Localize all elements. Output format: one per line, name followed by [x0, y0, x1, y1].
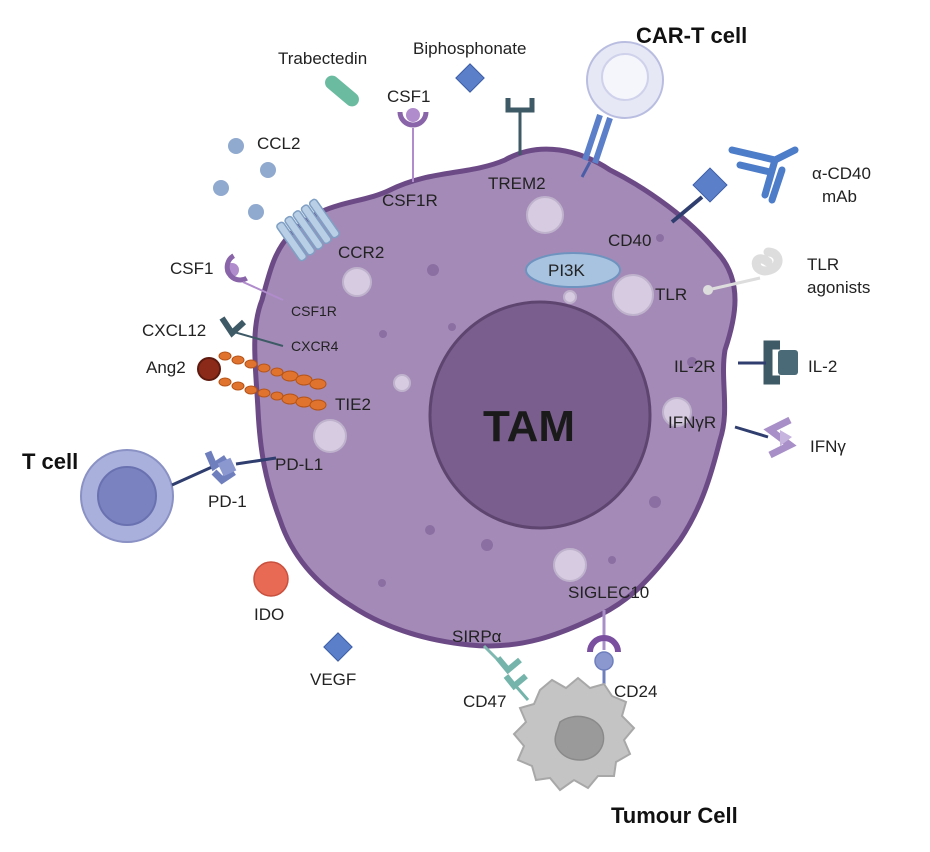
- ifngr-label: IFNγR: [668, 413, 716, 432]
- pi3k-ellipse: [525, 252, 621, 288]
- csf1-left-group: CSF1 CSF1R: [170, 253, 337, 319]
- sirpa-receptor: [495, 656, 528, 691]
- sirpa-label: SIRPα: [452, 627, 502, 646]
- tumour-cell-label: Tumour Cell: [611, 803, 738, 828]
- il2-ligand: [778, 350, 798, 375]
- cxcr4-receptor: [219, 316, 247, 338]
- tlr-agonists-label-line1: TLR: [807, 255, 839, 274]
- csf1r-top-receptor: [397, 111, 429, 128]
- cd24-ligand: [594, 651, 614, 671]
- trabectedin-group: Trabectedin: [278, 49, 367, 107]
- trem2-receptor: [505, 98, 535, 113]
- csf1r-left-label: CSF1R: [291, 303, 337, 319]
- ang2-ligand: [197, 357, 221, 381]
- car-t-cell-nucleus: [601, 53, 649, 101]
- tlr-agonist-icon: [751, 247, 783, 276]
- vegf-diamond: [323, 632, 353, 662]
- cd47-label: CD47: [463, 692, 506, 711]
- ccl2-group: CCL2: [213, 134, 300, 220]
- tlr-agonists-label-line2: agonists: [807, 278, 870, 297]
- trabectedin-capsule: [325, 75, 359, 107]
- ido-molecule: [253, 561, 289, 597]
- trabectedin-label: Trabectedin: [278, 49, 367, 68]
- pi3k-label: PI3K: [548, 261, 586, 280]
- csf1-top-ligand: [406, 108, 420, 122]
- ccr2-receptor: [276, 198, 340, 262]
- csf1-left-label: CSF1: [170, 259, 213, 278]
- cd40-label: CD40: [608, 231, 651, 250]
- cd40-receptor: [692, 167, 728, 203]
- a-cd40-label-line1: α-CD40: [812, 164, 871, 183]
- tumour-cell: Tumour Cell: [512, 676, 738, 828]
- tam-nucleus: [428, 300, 652, 530]
- sirpa-group: SIRPα CD47: [452, 627, 530, 711]
- tie2-receptor: [218, 351, 327, 411]
- cxcr4-label: CXCR4: [291, 338, 339, 354]
- tumour-cell-nucleus: [554, 715, 605, 761]
- pdl1-label: PD-L1: [275, 455, 323, 474]
- il2r-label: IL-2R: [674, 357, 716, 376]
- trem2-group: TREM2: [488, 98, 546, 193]
- t-cell-label: T cell: [22, 449, 78, 474]
- ccr2-label: CCR2: [338, 243, 384, 262]
- vegf-label: VEGF: [310, 670, 356, 689]
- ccr2-group: CCR2: [276, 198, 384, 262]
- vegf-group: VEGF: [310, 632, 356, 689]
- granules: [378, 234, 697, 587]
- ifng-ligand: [780, 430, 792, 446]
- anti-cd40-antibody: [728, 146, 799, 204]
- csf1r-top-label: CSF1R: [382, 191, 438, 210]
- pd1-label: PD-1: [208, 492, 247, 511]
- ang2-label: Ang2: [146, 358, 186, 377]
- trem2-label: TREM2: [488, 174, 546, 193]
- car-receptor: [582, 114, 613, 164]
- tlr-group: TLR agonists TLR: [655, 247, 870, 304]
- cd40-group: α-CD40 mAb CD40: [608, 146, 871, 250]
- cxcr4-group: CXCL12 CXCR4: [142, 316, 339, 354]
- siglec10-receptor: [587, 635, 621, 653]
- csf1r-left-receptor: [224, 253, 248, 283]
- ccl2-label: CCL2: [257, 134, 300, 153]
- a-cd40-label-line2: mAb: [822, 187, 857, 206]
- il2r-receptor: [763, 340, 780, 385]
- car-t-cell-label: CAR-T cell: [636, 23, 747, 48]
- pdl1-ligand: [217, 457, 237, 477]
- vesicles: [313, 196, 692, 582]
- t-cell-group: T cell PD-1 PD-L1: [22, 449, 323, 543]
- ifng-label: IFNγ: [810, 437, 846, 456]
- ifng-group: IFNγR IFNγ: [668, 413, 846, 459]
- ido-group: IDO: [253, 561, 289, 624]
- siglec10-label: SIGLEC10: [568, 583, 649, 602]
- tie2-label: TIE2: [335, 395, 371, 414]
- cd24-label: CD24: [614, 682, 657, 701]
- csf1-top-group: CSF1 CSF1R: [382, 87, 438, 210]
- il2-group: IL-2R IL-2: [674, 340, 837, 385]
- tlr-label: TLR: [655, 285, 687, 304]
- pd1-receptor: [204, 450, 236, 485]
- ido-label: IDO: [254, 605, 284, 624]
- biphosphonate-group: Biphosphonate: [413, 39, 526, 93]
- ccl2-molecule: [228, 138, 244, 154]
- t-cell-nucleus: [97, 466, 157, 526]
- car-t-cell: CAR-T cell: [580, 23, 747, 178]
- biphosphonate-diamond: [455, 63, 485, 93]
- tie2-group: Ang2 TIE2: [146, 351, 371, 414]
- biphosphonate-label: Biphosphonate: [413, 39, 526, 58]
- tam-label: TAM: [483, 402, 575, 451]
- pi3k-group: PI3K: [525, 252, 621, 288]
- il2-label: IL-2: [808, 357, 837, 376]
- csf1-top-label: CSF1: [387, 87, 430, 106]
- cxcl12-label: CXCL12: [142, 321, 206, 340]
- siglec10-group: SIGLEC10 CD24: [568, 583, 657, 701]
